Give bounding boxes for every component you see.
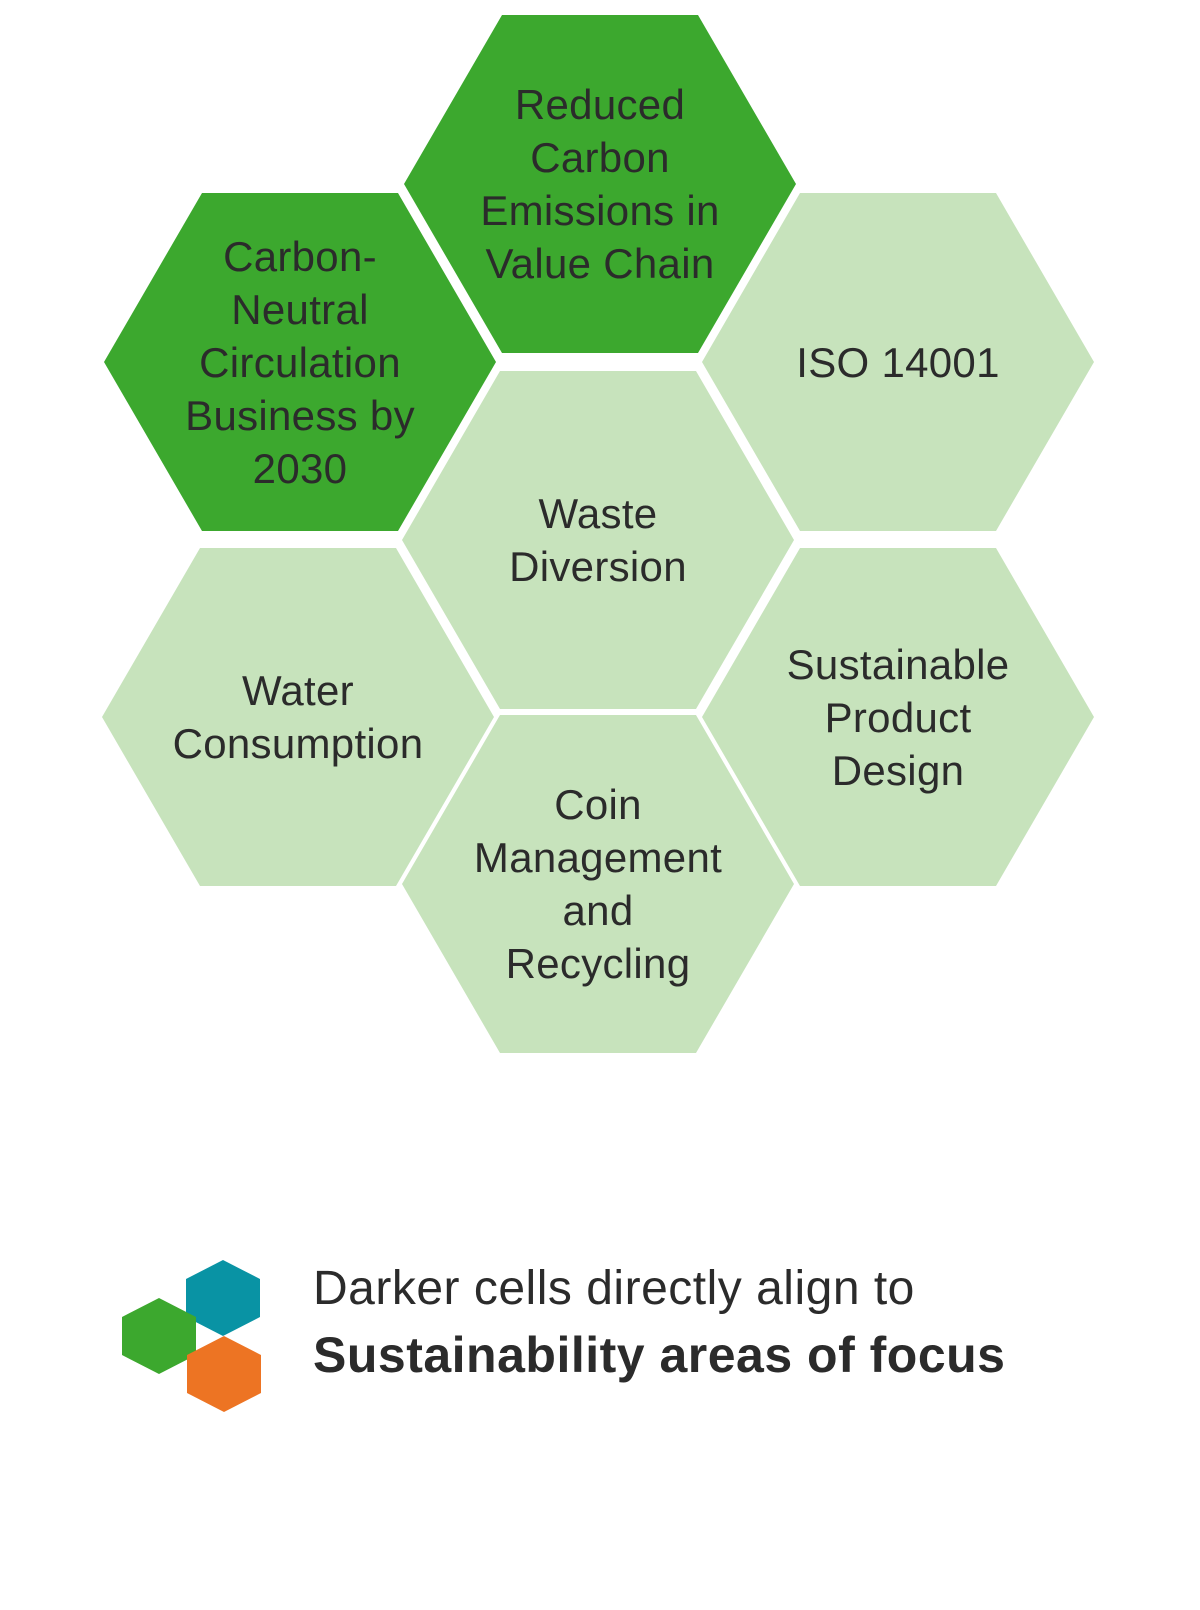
label-line: Recycling — [505, 940, 691, 987]
label-line: Waste — [538, 490, 658, 537]
hexagon-cluster-icon — [122, 1260, 264, 1414]
label-line: Neutral — [231, 285, 369, 333]
teal-hexagon-icon — [186, 1260, 260, 1336]
label-line: Consumption — [172, 720, 424, 767]
label-line: Emissions in — [480, 187, 720, 234]
label-line: ISO 14001 — [796, 338, 1000, 386]
label-line: Carbon — [530, 134, 670, 181]
orange-hexagon-icon — [187, 1336, 261, 1412]
hex-cell-label: Sustainable Product Design — [787, 638, 1010, 797]
hex-cell-label: ISO 14001 — [796, 336, 1000, 389]
label-line: Value Chain — [485, 240, 715, 287]
green-hexagon-icon — [122, 1298, 196, 1374]
label-line: Design — [831, 746, 965, 794]
label-line: Management — [473, 834, 723, 881]
hex-cell-label: Carbon- Neutral Circulation Business by … — [185, 230, 415, 495]
hex-cell-carbon-neutral-circulation-2030: Carbon- Neutral Circulation Business by … — [104, 193, 496, 531]
label-line: Carbon- — [223, 232, 377, 280]
hex-cell-label: Water Consumption — [173, 664, 424, 770]
label-line: 2030 — [252, 444, 348, 492]
label-line: and — [562, 887, 634, 934]
hex-cell-label: Waste Diversion — [509, 487, 687, 593]
label-line: Water — [242, 667, 354, 714]
hex-cell-label: Coin Management and Recycling — [474, 778, 722, 990]
legend: Darker cells directly align to Sustainab… — [313, 1256, 1005, 1388]
legend-caption: Darker cells directly align to — [313, 1262, 915, 1315]
legend-caption-emphasis: Sustainability areas of focus — [313, 1327, 1006, 1383]
hex-cell-label: Reduced Carbon Emissions in Value Chain — [480, 78, 719, 290]
label-line: Business by — [185, 391, 415, 439]
label-line: Product — [824, 693, 972, 741]
label-line: Reduced — [514, 81, 686, 128]
label-line: Diversion — [509, 543, 687, 590]
label-line: Coin — [554, 781, 642, 828]
label-line: Circulation — [199, 338, 401, 386]
label-line: Sustainable — [786, 640, 1010, 688]
